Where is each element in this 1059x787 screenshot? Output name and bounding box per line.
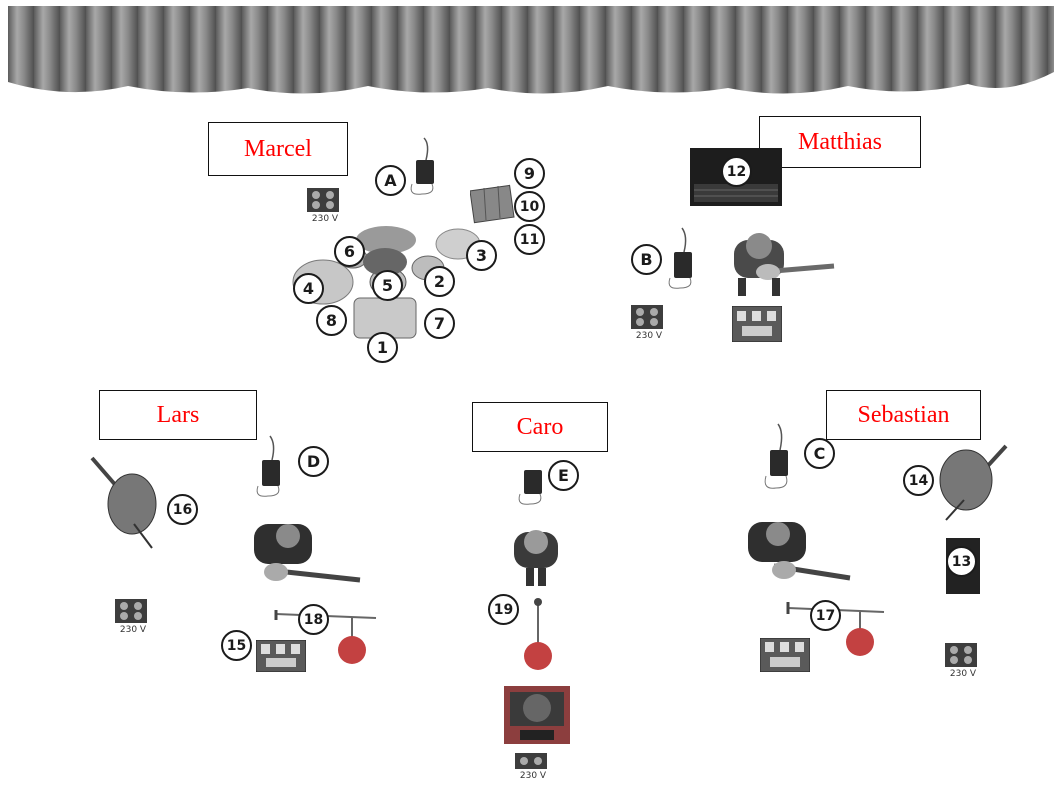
guitar-stand-16: [90, 456, 157, 549]
marker-16: 16: [167, 494, 198, 525]
wireless-pack-d: [256, 435, 280, 497]
power-socket-icon: [307, 188, 339, 212]
power-socket-icon: [115, 599, 147, 623]
guitarist-sebastian: [748, 522, 851, 581]
singer-caro: [514, 530, 558, 586]
marker-e: E: [548, 460, 579, 491]
marker-19: 19: [488, 594, 519, 625]
power-socket-icon: [945, 643, 977, 667]
name-label-matthias: Matthias: [759, 116, 921, 168]
power-voltage-label: 230 V: [311, 214, 339, 224]
marker-c: C: [804, 438, 835, 469]
mic-stand-19: [524, 598, 552, 670]
pedalboard-sebastian: [760, 638, 810, 672]
wireless-pack-a: [410, 137, 434, 195]
marker-14: 14: [903, 465, 934, 496]
marker-10: 10: [514, 191, 545, 222]
power-socket-icon: [631, 305, 663, 329]
name-label-lars: Lars: [99, 390, 257, 440]
pedalboard-drums: [470, 184, 515, 224]
name-label-sebastian: Sebastian: [826, 390, 981, 440]
wireless-pack-b: [668, 227, 692, 289]
power-socket-sebastian: 230 V: [944, 642, 982, 679]
marker-5: 5: [372, 270, 403, 301]
marker-a: A: [375, 165, 406, 196]
marker-18: 18: [298, 604, 329, 635]
marker-17: 17: [810, 600, 841, 631]
power-voltage-label: 230 V: [635, 331, 663, 341]
marker-3: 3: [466, 240, 497, 271]
marker-4: 4: [293, 273, 324, 304]
guitar-stand-14: [939, 444, 1008, 521]
marker-15: 15: [221, 630, 252, 661]
stage-curtain: [8, 6, 1054, 94]
marker-11: 11: [514, 224, 545, 255]
wireless-pack-c: [764, 423, 788, 489]
marker-12: 12: [721, 156, 752, 187]
guitarist-matthias: [734, 233, 835, 296]
power-socket-lars: 230 V: [114, 598, 152, 635]
marker-13: 13: [946, 546, 977, 577]
mic-stand-17: [786, 602, 885, 656]
power-socket-matthias: 230 V: [630, 304, 668, 341]
marker-9: 9: [514, 158, 545, 189]
marker-d: D: [298, 446, 329, 477]
marker-7: 7: [424, 308, 455, 339]
power-socket-icon: [515, 753, 547, 769]
power-voltage-label: 230 V: [119, 625, 147, 635]
marker-8: 8: [316, 305, 347, 336]
wireless-pack-e: [518, 470, 542, 505]
monitor-wedge: [504, 686, 570, 744]
pedalboard-lars: [256, 640, 306, 672]
power-voltage-label: 230 V: [949, 669, 977, 679]
power-voltage-label: 230 V: [519, 771, 547, 781]
marker-b: B: [631, 244, 662, 275]
power-socket-marcel: 230 V: [306, 187, 344, 224]
marker-2: 2: [424, 266, 455, 297]
pedalboard-matthias: [732, 306, 782, 342]
power-socket-caro: 230 V: [514, 752, 552, 781]
guitarist-lars: [254, 524, 361, 583]
marker-1: 1: [367, 332, 398, 363]
name-label-marcel: Marcel: [208, 122, 348, 176]
name-label-caro: Caro: [472, 402, 608, 452]
marker-6: 6: [334, 236, 365, 267]
